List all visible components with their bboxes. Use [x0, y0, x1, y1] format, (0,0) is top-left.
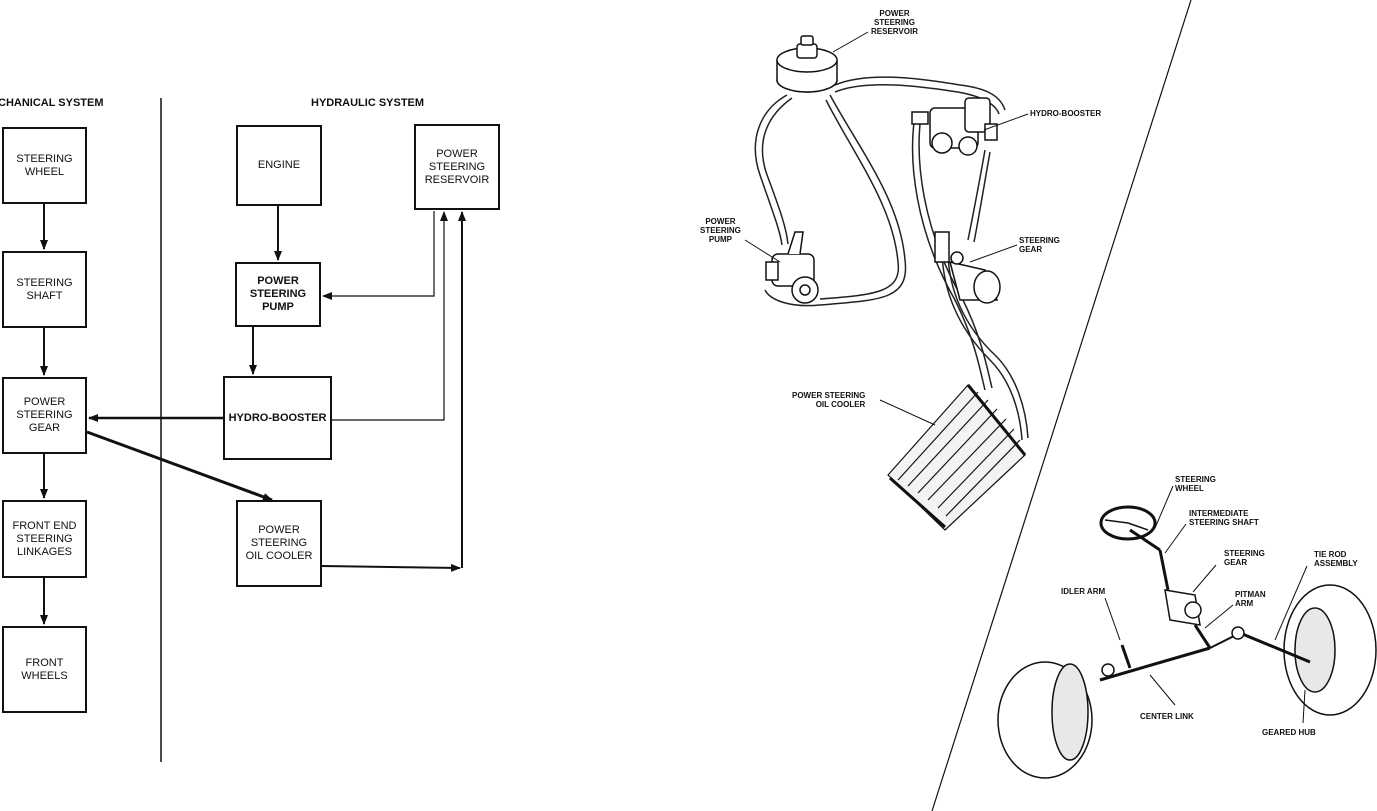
box-engine: ENGINE [236, 125, 322, 206]
label-center-link: CENTER LINK [1140, 712, 1194, 721]
label-intermediate-shaft: INTERMEDIATE STEERING SHAFT [1189, 509, 1259, 527]
box-front-end-steering-linkages: FRONT END STEERING LINKAGES [2, 500, 87, 578]
hydraulic-leaders [744, 31, 1029, 426]
label-oil-cooler: POWER STEERING OIL COOLER [792, 391, 866, 409]
box-power-steering-gear: POWER STEERING GEAR [2, 377, 87, 454]
label-linkage-steering-gear: STEERING GEAR [1224, 549, 1265, 567]
label-hydro-booster: HYDRO-BOOSTER [1030, 109, 1102, 118]
arrow-gear-to-cooler [86, 430, 273, 502]
mechanical-system-header: CHANICAL SYSTEM [0, 97, 104, 109]
oil-cooler-part [887, 384, 1027, 531]
linkage-parts [997, 505, 1377, 779]
label-steering-gear: STEERING GEAR [1019, 236, 1060, 254]
line-booster-to-reservoir [332, 211, 448, 421]
box-hydro-booster: HYDRO-BOOSTER [223, 376, 332, 460]
box-steering-wheel: STEERING WHEEL [2, 127, 87, 204]
hoses [754, 76, 1029, 441]
arrow-cooler-return [321, 563, 461, 572]
label-steering-wheel: STEERING WHEEL [1175, 475, 1216, 493]
label-pump: POWER STEERING PUMP [700, 217, 741, 244]
box-front-wheels: FRONT WHEELS [2, 626, 87, 713]
linkage-leaders [1104, 485, 1308, 724]
steering-gear-part [934, 231, 1001, 304]
box-power-steering-oil-cooler: POWER STEERING OIL COOLER [236, 500, 322, 587]
label-reservoir: POWER STEERING RESERVOIR [871, 9, 918, 36]
hydro-booster-part [911, 97, 998, 156]
box-steering-shaft: STEERING SHAFT [2, 251, 87, 328]
reservoir-part [776, 35, 838, 93]
label-geared-hub: GEARED HUB [1262, 728, 1316, 737]
box-power-steering-pump: POWER STEERING PUMP [235, 262, 321, 327]
illustration-separator [931, 0, 1192, 811]
hydraulic-system-header: HYDRAULIC SYSTEM [311, 97, 425, 109]
label-pitman-arm: PITMAN ARM [1235, 590, 1266, 608]
label-idler-arm: IDLER ARM [1061, 587, 1106, 596]
box-power-steering-reservoir: POWER STEERING RESERVOIR [414, 124, 500, 210]
pump-part [765, 231, 819, 304]
label-tie-rod-assembly: TIE ROD ASSEMBLY [1314, 550, 1358, 568]
line-reservoir-to-pump [322, 211, 435, 300]
